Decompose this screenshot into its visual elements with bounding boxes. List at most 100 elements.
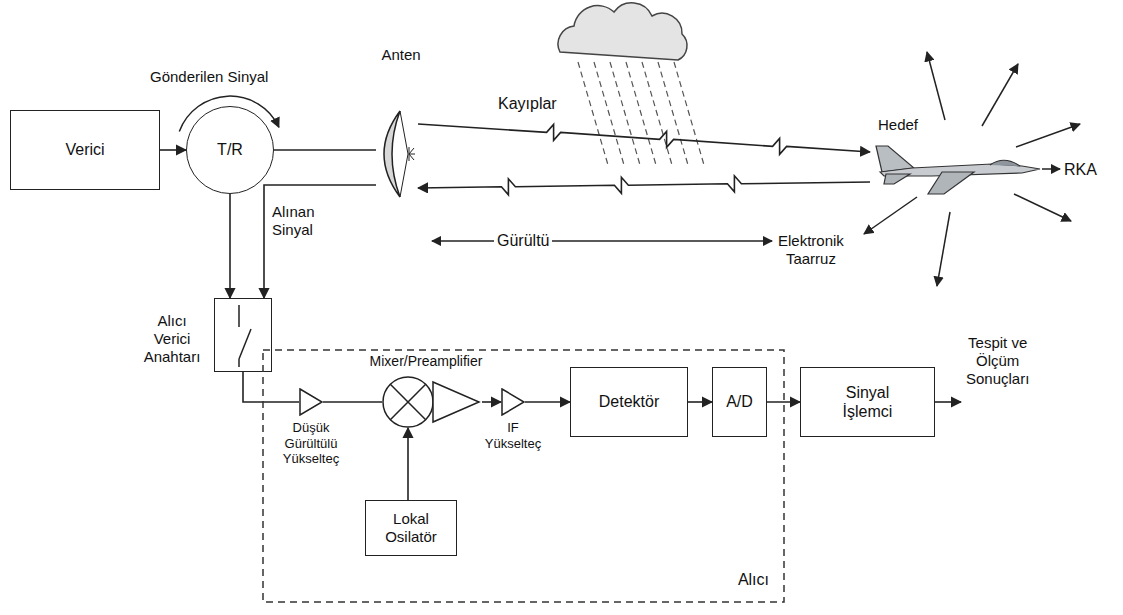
signal-connector xyxy=(418,176,870,195)
reflection-ray xyxy=(937,212,950,286)
reflection-ray xyxy=(1016,124,1080,147)
node-label: Detektör xyxy=(599,392,659,411)
text-slot: T/R xyxy=(187,107,273,193)
node-label: Anten xyxy=(381,46,420,64)
signal-connector xyxy=(264,185,376,298)
target-node: Hedef xyxy=(872,116,1044,198)
signal-connector xyxy=(688,401,712,403)
text-slot: Düşük Gürültülü Yükselteç xyxy=(276,420,346,467)
antenna-node: Anten xyxy=(368,46,434,202)
process-box: Detektör xyxy=(570,367,688,437)
node-label: Düşük Gürültülü Yükselteç xyxy=(283,420,339,467)
aircraft-tailplane xyxy=(884,174,910,184)
output-arrow xyxy=(935,401,961,403)
signal-connector xyxy=(229,194,231,298)
process-box: Verici xyxy=(10,110,160,190)
text-slot: Hedef xyxy=(878,116,918,134)
noise-arrow xyxy=(432,240,772,242)
text-slot: Detektör xyxy=(571,368,687,436)
aircraft-wing xyxy=(928,172,974,194)
signal-connector xyxy=(274,149,376,151)
signal-connector xyxy=(482,401,501,403)
annotation-label: Tespit ve Ölçüm Sonuçları xyxy=(966,334,1029,388)
process-box: A/D xyxy=(712,367,767,437)
mixer-circle xyxy=(383,377,433,427)
triangle xyxy=(300,389,322,415)
text-slot: Alıcı xyxy=(738,570,769,589)
amplifier-node: Düşük Gürültülü Yükselteç xyxy=(276,388,346,470)
signal-connector xyxy=(525,401,570,403)
signal-connector xyxy=(767,401,800,403)
label-slot: RKA xyxy=(1064,160,1097,179)
text-slot: Anten xyxy=(368,46,434,64)
annotation-label: Alınan Sinyal xyxy=(272,203,315,239)
mixer-cross xyxy=(390,384,425,419)
node-label: Sinyal İşlemci xyxy=(843,383,893,421)
annotation-label: RKA xyxy=(1064,160,1097,179)
text-slot: Verici xyxy=(11,111,159,189)
switch-node: Alıcı Verici Anahtarı xyxy=(136,298,274,372)
node-label: Hedef xyxy=(878,116,918,134)
reflection-ray xyxy=(927,52,945,120)
text-slot: Lokal Osilatör xyxy=(366,501,456,555)
node-label: Mixer/Preamplifier xyxy=(370,353,483,370)
text-slot: Alıcı Verici Anahtarı xyxy=(136,312,208,366)
rain-line xyxy=(626,62,656,165)
signal-connector xyxy=(160,149,186,151)
process-box: Lokal Osilatör xyxy=(365,500,457,556)
reflection-rays xyxy=(864,52,1080,286)
rain-line xyxy=(610,62,640,165)
node-label: A/D xyxy=(726,392,753,411)
dish-burst xyxy=(409,147,415,161)
process-box: Sinyal İşlemci xyxy=(800,367,935,437)
signal-connector xyxy=(407,428,409,500)
label-slot: Gönderilen Sinyal xyxy=(150,68,268,86)
node-label: Lokal Osilatör xyxy=(385,510,437,546)
signal-connector xyxy=(418,124,870,154)
receiver-group: Alıcı Düşük Gürültülü Yükselteç Mixer/Prea… xyxy=(262,349,785,603)
amplifier-triangle xyxy=(501,388,525,416)
mixer-symbol xyxy=(382,376,482,428)
rain-line xyxy=(578,62,608,165)
text-slot: Sinyal İşlemci xyxy=(801,368,934,436)
text-slot: A/D xyxy=(713,368,766,436)
label-slot: Kayıplar xyxy=(498,94,557,113)
signal-connector xyxy=(243,372,299,402)
rain-line xyxy=(594,62,624,165)
annotation-label: Elektronik Taarruz xyxy=(778,232,844,268)
tr-circle: T/R xyxy=(186,106,274,194)
label-slot: Tespit ve Ölçüm Sonuçları xyxy=(966,334,1029,388)
signal-connector xyxy=(323,401,382,403)
mixer-node: Mixer/Preamplifier xyxy=(356,353,496,429)
label-slot: Alınan Sinyal xyxy=(272,203,315,239)
text-slot: Mixer/Preamplifier xyxy=(356,353,496,370)
label-slot: Elektronik Taarruz xyxy=(778,232,844,268)
node-label: Verici xyxy=(65,140,104,159)
triangle xyxy=(502,389,524,415)
text-slot: IF Yükselteç xyxy=(478,420,548,451)
rain-line xyxy=(658,62,688,165)
rcs-arrow xyxy=(1042,168,1060,170)
switch-symbol xyxy=(215,299,270,370)
dish-feed xyxy=(400,111,408,197)
preamp-triangle xyxy=(433,382,479,422)
aircraft xyxy=(872,138,1044,198)
rain xyxy=(578,62,704,165)
annotation-label: Kayıplar xyxy=(498,94,557,113)
dish-bowl xyxy=(384,111,400,197)
switch-contact xyxy=(239,305,251,367)
receiver-dashed-outline xyxy=(262,349,785,603)
antenna-dish xyxy=(376,108,416,200)
switch-box xyxy=(214,298,272,372)
node-label: Alıcı Verici Anahtarı xyxy=(144,312,201,366)
amplifier-node: IF Yükselteç xyxy=(478,388,548,454)
aircraft-canopy xyxy=(990,160,1020,166)
amplifier-triangle xyxy=(299,388,323,416)
node-label: IF Yükselteç xyxy=(485,420,541,451)
dashed-rect xyxy=(263,350,784,602)
rain-line xyxy=(642,62,672,165)
